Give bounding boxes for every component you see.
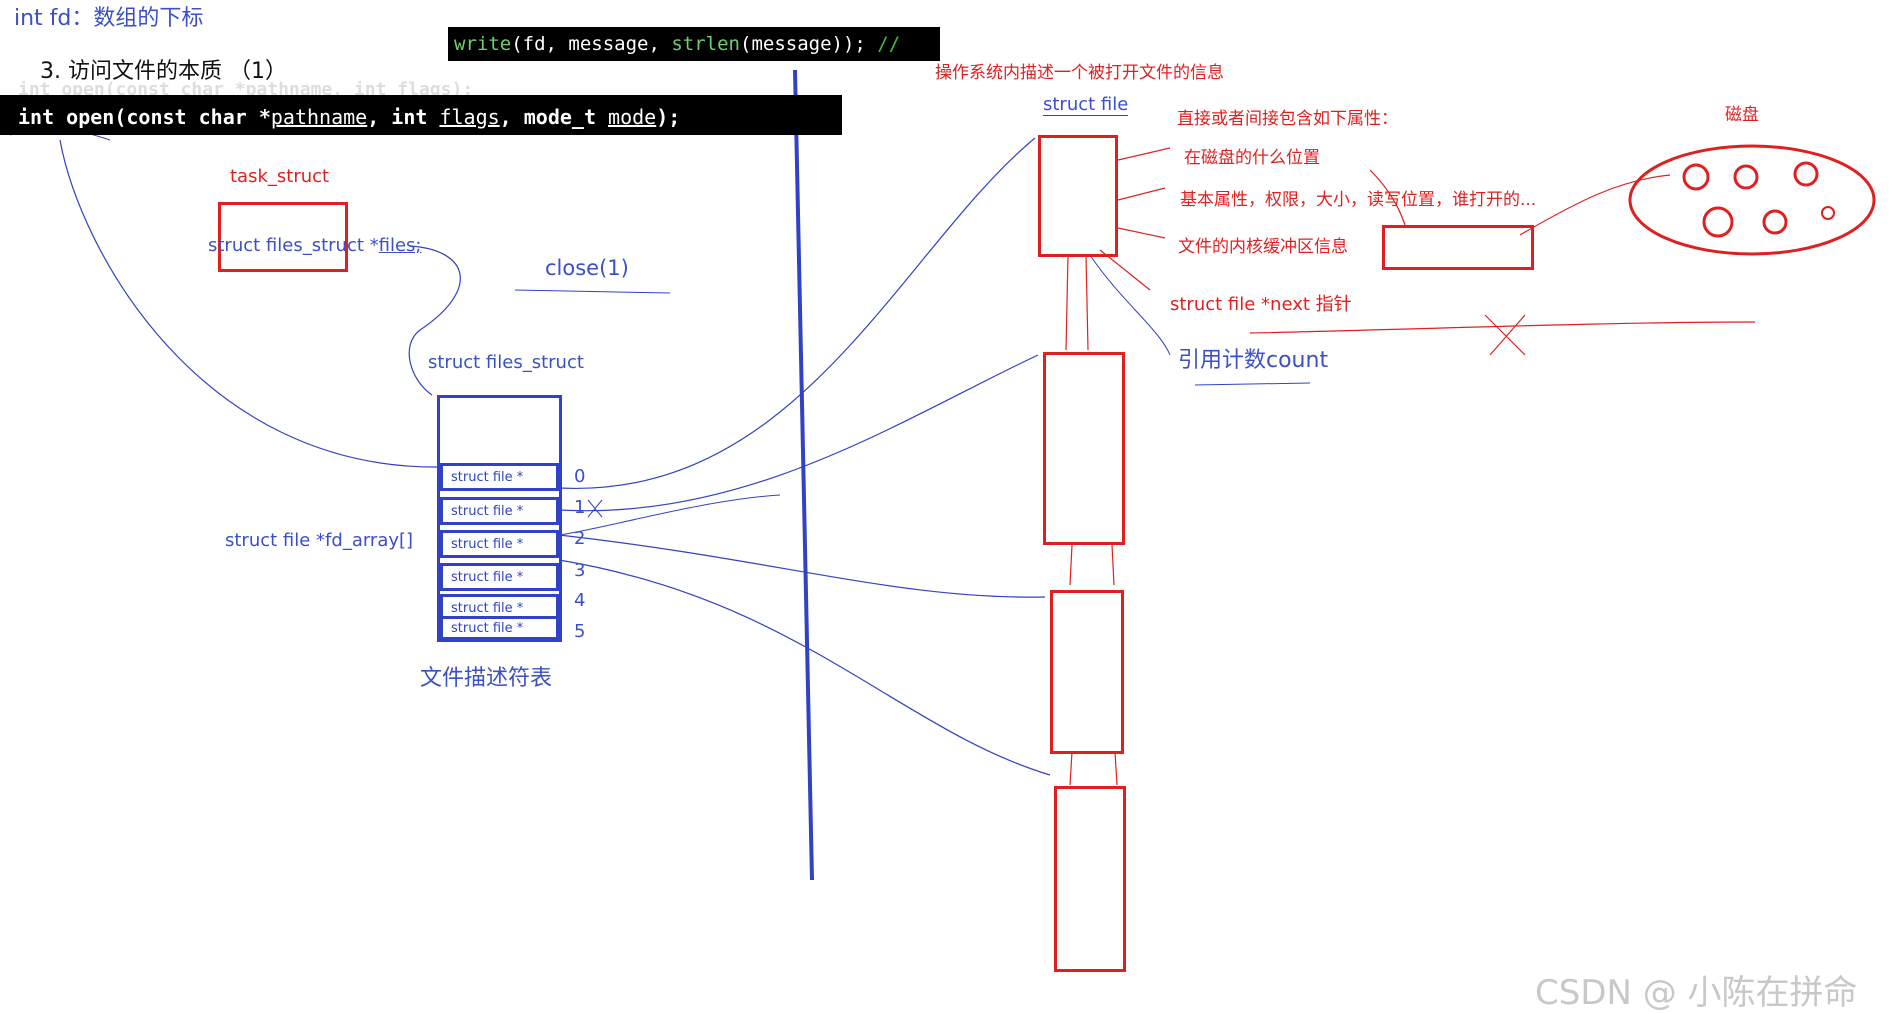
code-open-pathname: pathname (270, 105, 368, 129)
code-open-p3: , mode_t (499, 105, 609, 129)
fd-index-2: 2 (574, 528, 586, 549)
fd-index-5: 5 (574, 621, 586, 642)
files-struct-label: struct files_struct (428, 352, 584, 373)
code-write-args2: (message)); (740, 33, 878, 55)
code-open-ghost: int open(const char *pathname, int flags… (18, 81, 474, 95)
attr-item-1: 基本属性，权限，大小，读写位置，谁打开的... (1180, 190, 1537, 210)
task-struct-label: task_struct (230, 166, 330, 187)
code-open-p1: int open(const char * (18, 105, 271, 129)
os-desc: 操作系统内描述一个被打开文件的信息 (935, 63, 1224, 83)
buffer-box (1382, 225, 1534, 270)
struct-file-box-3 (1050, 590, 1124, 754)
struct-file-box-4 (1054, 786, 1126, 972)
task-struct-box (218, 202, 348, 272)
struct-file-box-2 (1043, 352, 1125, 545)
fd-index-4: 4 (574, 590, 586, 611)
code-write: write(fd, message, strlen(message)); // (448, 27, 940, 61)
code-write-fn2: strlen (671, 33, 740, 55)
close-call: close(1) (545, 256, 629, 280)
disk-label: 磁盘 (1725, 105, 1759, 125)
struct-file-label: struct file (1043, 94, 1129, 116)
code-open-p2: , int (367, 105, 440, 129)
heading: 3. 访问文件的本质 （1） (40, 59, 287, 84)
title-fd: int fd：数组的下标 (14, 6, 204, 31)
disk-ellipse (1628, 144, 1876, 256)
code-open-mode: mode (608, 105, 657, 129)
code-open: int open(const char *pathname, int flags… (0, 81, 842, 135)
attr-item-2: 文件的内核缓冲区信息 (1178, 237, 1348, 257)
fd-index-0: 0 (574, 466, 586, 487)
files-pointer-field: files; (378, 235, 422, 256)
fd-index-1: 1 (574, 497, 586, 518)
fd-cell-2: struct file * (440, 530, 559, 558)
fd-table-caption: 文件描述符表 (420, 666, 553, 691)
code-write-comment: // (877, 33, 901, 55)
fd-table (437, 395, 562, 642)
files-pointer: struct files_struct *files; (208, 235, 422, 256)
curve-left (59, 139, 441, 468)
fd-cell-5: struct file * (440, 616, 559, 640)
divider-line (793, 69, 814, 881)
fd-cell-3: struct file * (440, 563, 559, 591)
code-open-line: int open(const char *pathname, int flags… (18, 95, 842, 139)
attr-item-0: 在磁盘的什么位置 (1184, 148, 1320, 168)
watermark: CSDN @ 小陈在拼命 (1535, 973, 1858, 1013)
code-open-flags: flags (439, 105, 500, 129)
attrs-heading: 直接或者间接包含如下属性： (1177, 109, 1398, 129)
code-open-p4: ); (656, 105, 681, 129)
struct-file-box-1 (1038, 135, 1118, 257)
code-write-args1: (fd, message, (511, 33, 672, 55)
files-pointer-prefix: struct files_struct * (208, 235, 379, 256)
fd-index-3: 3 (574, 560, 586, 581)
next-pointer: struct file *next 指针 (1170, 294, 1352, 315)
code-write-fn: write (454, 33, 512, 55)
fd-array-label: struct file *fd_array[] (225, 530, 414, 551)
fd-cell-0: struct file * (440, 463, 559, 491)
ref-count: 引用计数count (1178, 348, 1329, 373)
fd-cell-1: struct file * (440, 497, 559, 525)
